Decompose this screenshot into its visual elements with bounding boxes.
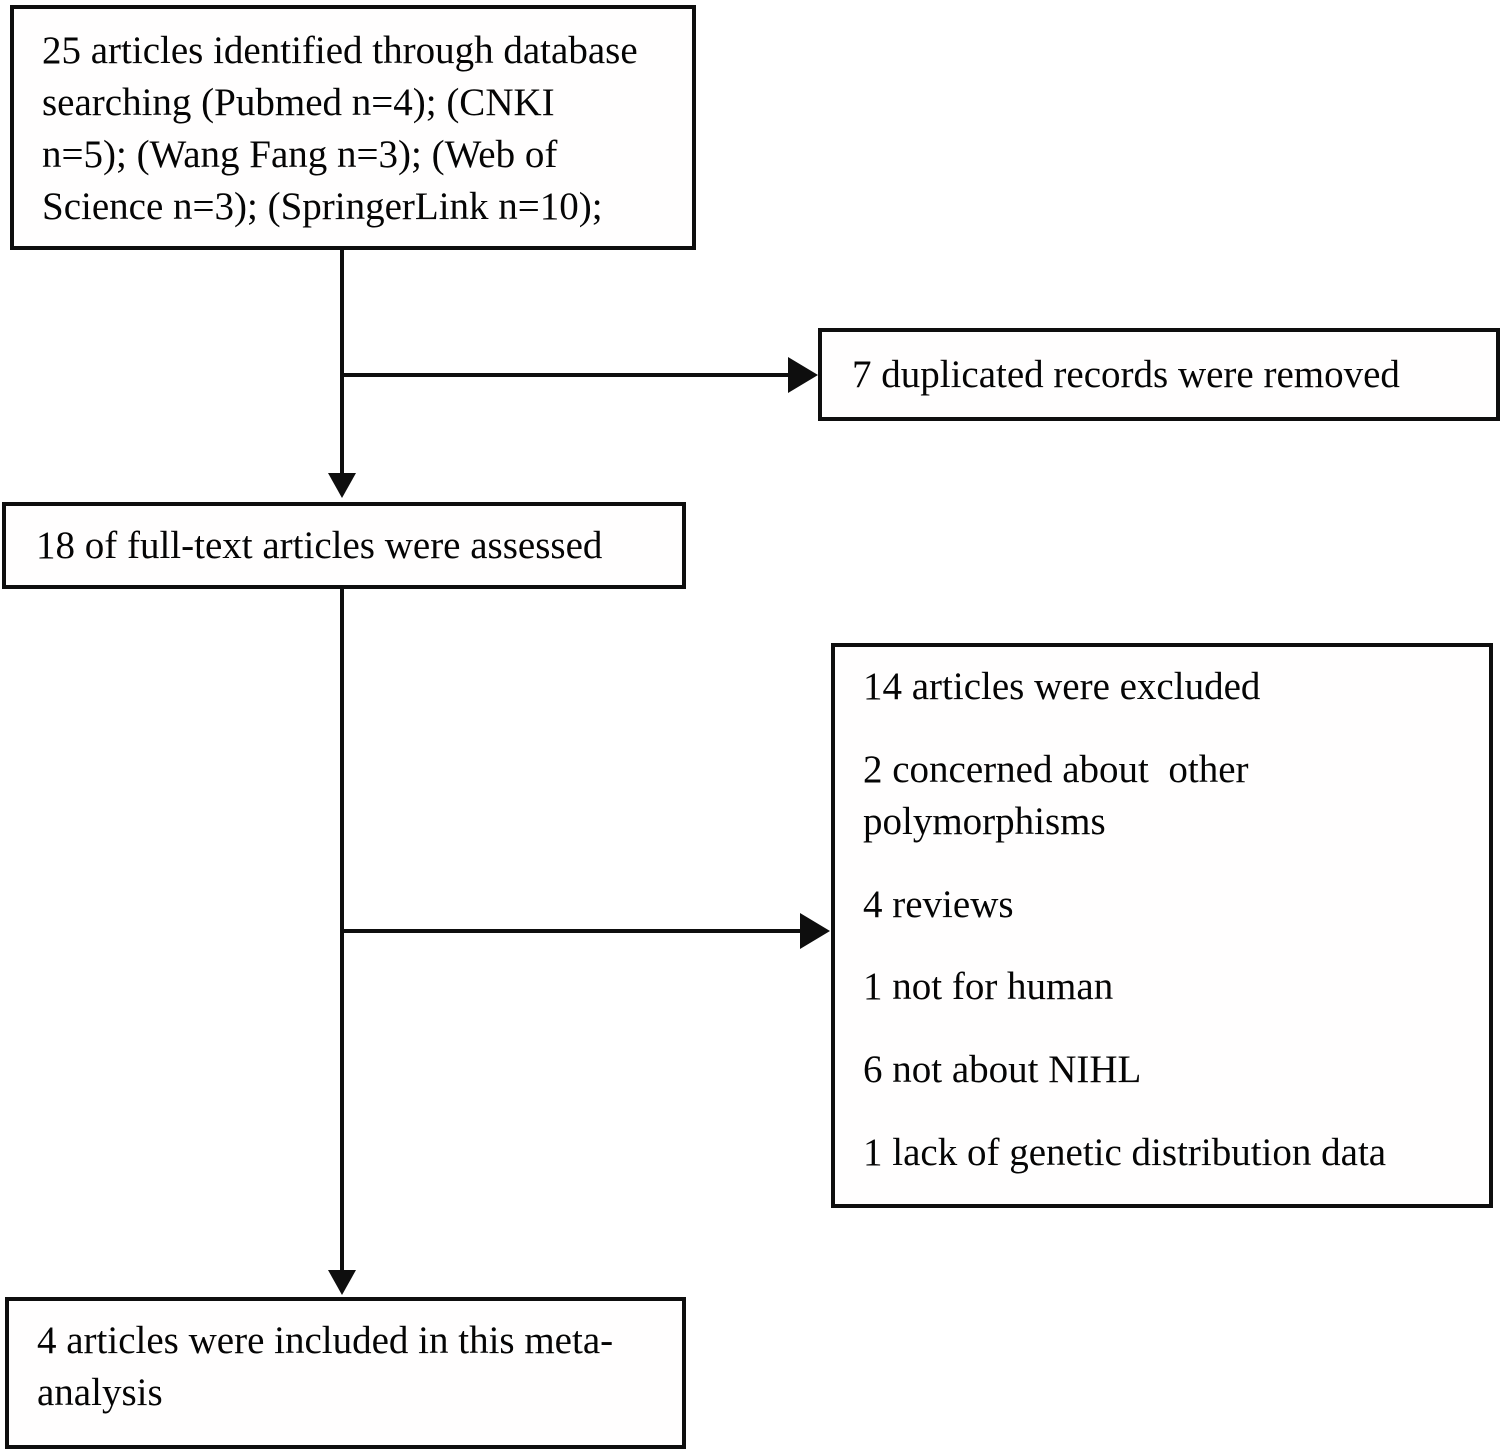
node-text-line: 18 of full-text articles were assessed bbox=[36, 523, 603, 567]
node-fulltext-assessed: 18 of full-text articles were assessed bbox=[2, 502, 686, 589]
node-text-line: 4 articles were included in this meta- bbox=[37, 1319, 614, 1362]
arrow-right-icon bbox=[788, 357, 818, 393]
node-records-identified: 25 articles identified through database … bbox=[10, 5, 696, 250]
node-text-line: Science n=3); (SpringerLink n=10); bbox=[42, 184, 603, 228]
node-text-line: 25 articles identified through database bbox=[42, 29, 638, 72]
arrow-right-icon bbox=[800, 913, 830, 949]
node-text-line: analysis bbox=[37, 1370, 163, 1414]
exclusion-reason: 4 reviews bbox=[863, 879, 1475, 931]
node-text-line: polymorphisms bbox=[863, 799, 1106, 843]
exclusion-reason: 1 lack of genetic distribution data bbox=[863, 1127, 1475, 1179]
node-articles-included: 4 articles were included in this meta- a… bbox=[5, 1297, 686, 1449]
node-text-line: 6 not about NIHL bbox=[863, 1048, 1142, 1092]
node-text-line: 4 reviews bbox=[863, 882, 1014, 926]
node-text-line: 2 concerned about other bbox=[863, 747, 1249, 791]
connector-branch-to-excluded bbox=[342, 929, 802, 933]
arrow-down-icon bbox=[328, 473, 356, 498]
exclusion-reason: 6 not about NIHL bbox=[863, 1044, 1475, 1096]
exclusion-reason: 2 concerned about other polymorphisms bbox=[863, 744, 1475, 848]
node-articles-excluded: 14 articles were excluded 2 concerned ab… bbox=[831, 643, 1493, 1208]
node-duplicates-removed: 7 duplicated records were removed bbox=[818, 328, 1500, 421]
connector-identified-to-assessed bbox=[340, 250, 344, 474]
exclusion-reason: 1 not for human bbox=[863, 961, 1475, 1013]
connector-branch-to-duplicates bbox=[342, 373, 790, 377]
node-text-line: 14 articles were excluded bbox=[863, 665, 1261, 708]
node-text-line: 7 duplicated records were removed bbox=[852, 352, 1400, 396]
exclusion-reason: 14 articles were excluded bbox=[863, 661, 1475, 713]
node-text-line: 1 lack of genetic distribution data bbox=[863, 1131, 1387, 1175]
node-text-line: n=5); (Wang Fang n=3); (Web of bbox=[42, 132, 558, 176]
node-text-line: 1 not for human bbox=[863, 965, 1114, 1009]
node-text-line: searching (Pubmed n=4); (CNKI bbox=[42, 80, 555, 124]
arrow-down-icon bbox=[328, 1270, 356, 1295]
